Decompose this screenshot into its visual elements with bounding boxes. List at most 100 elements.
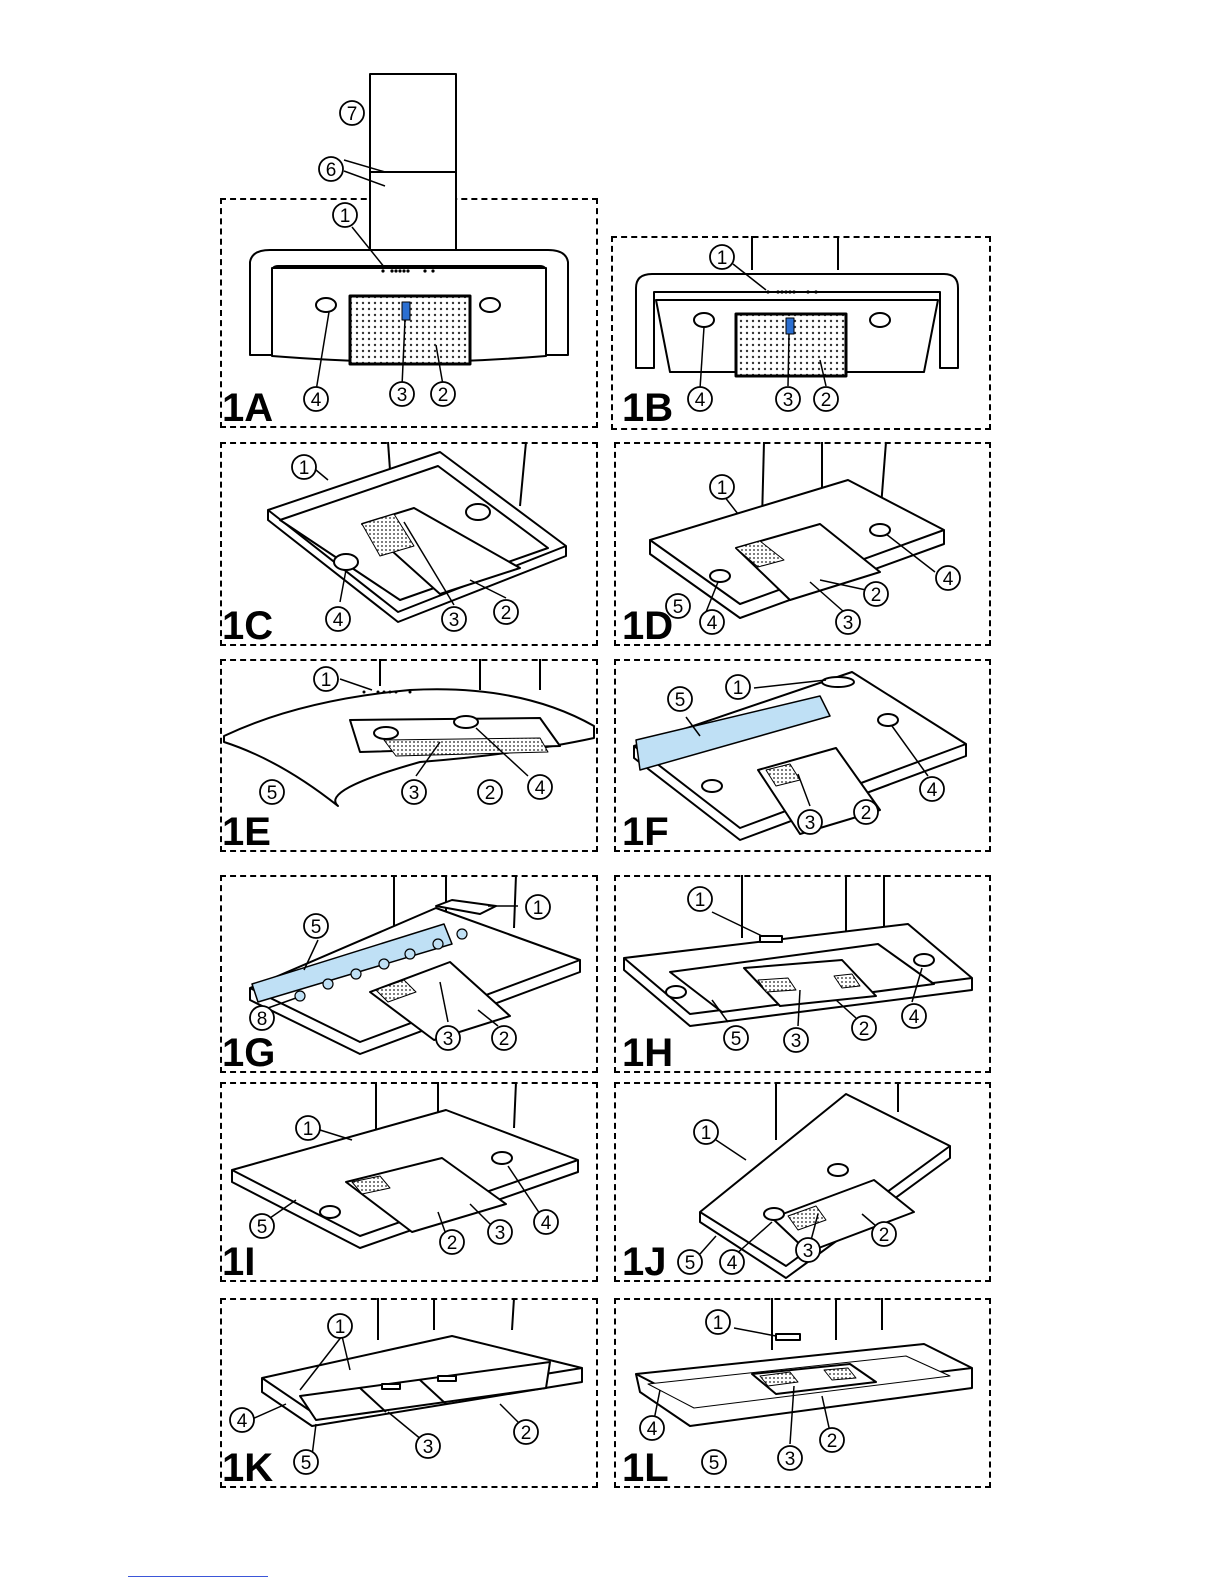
callout-number: 1 xyxy=(533,898,544,919)
callout-number: 5 xyxy=(731,1029,742,1050)
callout-number: 4 xyxy=(727,1253,738,1274)
callout-number: 1 xyxy=(299,458,310,479)
callout-1k-4: 4 xyxy=(230,1408,254,1432)
callout-1f-1: 1 xyxy=(726,675,750,699)
callout-number: 3 xyxy=(803,1241,814,1262)
callout-1f-4: 4 xyxy=(920,777,944,801)
hood-1i-drawing xyxy=(232,1082,578,1248)
callout-1j-5: 5 xyxy=(678,1250,702,1274)
callout-1f-2: 2 xyxy=(854,800,878,824)
callout-1b-1: 1 xyxy=(710,245,734,269)
footer-link-underline xyxy=(128,1576,268,1577)
callout-1b-4: 4 xyxy=(688,387,712,411)
callout-number: 3 xyxy=(805,813,816,834)
callout-number: 2 xyxy=(821,390,832,411)
callout-1b-3: 3 xyxy=(776,387,800,411)
callout-1i-1: 1 xyxy=(296,1116,320,1140)
callout-number: 3 xyxy=(783,390,794,411)
callout-1i-2: 2 xyxy=(440,1230,464,1254)
callout-1j-3: 3 xyxy=(796,1238,820,1262)
callout-number: 3 xyxy=(785,1449,796,1470)
callout-number: 2 xyxy=(499,1029,510,1050)
callout-1c-1: 1 xyxy=(292,455,316,479)
callout-number: 4 xyxy=(333,610,344,631)
callout-number: 3 xyxy=(409,783,420,804)
hood-1b-drawing xyxy=(636,236,958,389)
callout-number: 5 xyxy=(267,783,278,804)
callout-1f-5: 5 xyxy=(668,687,692,711)
callout-1j-4: 4 xyxy=(720,1250,744,1274)
callout-number: 4 xyxy=(541,1213,552,1234)
callout-number: 4 xyxy=(943,569,954,590)
callout-number: 4 xyxy=(927,780,938,801)
callout-number: 5 xyxy=(675,690,686,711)
callout-1a-4: 4 xyxy=(304,387,328,411)
callout-number: 3 xyxy=(843,613,854,634)
callout-1g-3: 3 xyxy=(436,1026,460,1050)
callout-1d-5: 5 xyxy=(666,594,690,618)
hood-1a-drawing xyxy=(250,74,568,391)
callout-1h-2: 2 xyxy=(852,1016,876,1040)
callout-number: 4 xyxy=(909,1007,920,1028)
callout-1i-3: 3 xyxy=(488,1220,512,1244)
callout-1a-6: 6 xyxy=(319,157,343,181)
callout-number: 2 xyxy=(861,803,872,824)
callout-number: 5 xyxy=(685,1253,696,1274)
callout-1c-2: 2 xyxy=(494,600,518,624)
callout-number: 3 xyxy=(495,1223,506,1244)
callout-1d-2: 2 xyxy=(864,582,888,606)
callout-number: 4 xyxy=(311,390,322,411)
callout-1g-5: 5 xyxy=(304,914,328,938)
callout-number: 1 xyxy=(713,1313,724,1334)
callout-1j-2: 2 xyxy=(872,1222,896,1246)
callout-1h-4: 4 xyxy=(902,1004,926,1028)
hood-1l-drawing xyxy=(636,1298,972,1444)
hood-1h-drawing xyxy=(624,875,972,1026)
callout-1l-1: 1 xyxy=(706,1310,730,1334)
callout-1l-3: 3 xyxy=(778,1446,802,1470)
callout-number: 2 xyxy=(438,385,449,406)
callout-1c-4: 4 xyxy=(326,607,350,631)
callout-1a-7: 7 xyxy=(340,101,364,125)
callout-number: 2 xyxy=(879,1225,890,1246)
callout-1d-3: 3 xyxy=(836,610,860,634)
callout-1l-5: 5 xyxy=(702,1450,726,1474)
callout-number: 5 xyxy=(709,1453,720,1474)
callout-number: 3 xyxy=(443,1029,454,1050)
callout-1d-4: 4 xyxy=(936,566,960,590)
callout-1f-3: 3 xyxy=(798,810,822,834)
callout-1h-1: 1 xyxy=(688,887,712,911)
callout-1c-3: 3 xyxy=(442,607,466,631)
callout-1e-4: 4 xyxy=(528,775,552,799)
callout-number: 1 xyxy=(340,206,351,227)
callout-1a-3: 3 xyxy=(390,382,414,406)
callout-1l-4: 4 xyxy=(640,1416,664,1440)
callout-number: 8 xyxy=(257,1009,268,1030)
callout-number: 5 xyxy=(257,1217,268,1238)
hood-1j-drawing xyxy=(700,1082,950,1278)
callout-number: 2 xyxy=(485,783,496,804)
callout-number: 1 xyxy=(717,478,728,499)
callout-1j-1: 1 xyxy=(694,1120,718,1144)
callout-1e-2: 2 xyxy=(478,780,502,804)
callout-number: 4 xyxy=(695,390,706,411)
callout-1l-2: 2 xyxy=(820,1428,844,1452)
callout-number: 2 xyxy=(827,1431,838,1452)
callout-number: 3 xyxy=(791,1031,802,1052)
callout-number: 1 xyxy=(701,1123,712,1144)
callout-1g-8: 8 xyxy=(250,1006,274,1030)
callout-1k-5: 5 xyxy=(294,1450,318,1474)
callout-1e-1: 1 xyxy=(314,667,338,691)
callout-number: 2 xyxy=(859,1019,870,1040)
callout-1k-1: 1 xyxy=(328,1314,352,1338)
callout-number: 1 xyxy=(717,248,728,269)
callout-1g-2: 2 xyxy=(492,1026,516,1050)
callout-number: 2 xyxy=(447,1233,458,1254)
callout-1k-3: 3 xyxy=(416,1434,440,1458)
callout-number: 2 xyxy=(871,585,882,606)
callout-1i-5: 5 xyxy=(250,1214,274,1238)
callout-1g-1: 1 xyxy=(526,895,550,919)
callout-number: 2 xyxy=(501,603,512,624)
callout-1h-5: 5 xyxy=(724,1026,748,1050)
